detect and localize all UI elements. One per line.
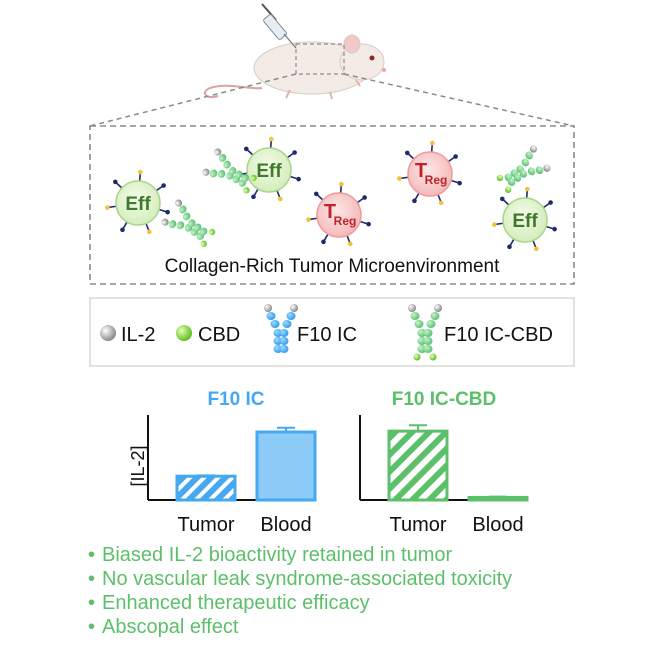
microenvironment-title: Collagen-Rich Tumor Microenvironment (165, 256, 500, 277)
f10-ic-cbd-antibody (496, 145, 551, 193)
antibody-group (161, 145, 551, 247)
effector-t-cell: Eff (492, 186, 557, 252)
f10-ic-cbd-antibody (161, 199, 216, 247)
zoom-line-left (89, 73, 297, 127)
eff-label: Eff (512, 211, 538, 232)
cbd-icon (176, 325, 192, 341)
tick-label-tumor: Tumor (389, 514, 446, 536)
finding-text: Abscopal effect (102, 616, 239, 638)
finding-item: •Enhanced therapeutic efficacy (88, 592, 370, 614)
effector-t-cell: Eff (105, 169, 170, 235)
tick-label-blood: Blood (260, 514, 311, 536)
chart-f10ic: Tumor Blood (147, 415, 317, 536)
finding-text: No vascular leak syndrome-associated tox… (102, 568, 513, 590)
legend-box (89, 297, 575, 367)
finding-item: •Abscopal effect (88, 616, 239, 638)
treg-subscript: Reg (334, 214, 357, 228)
chart-title-f10ic: F10 IC (207, 389, 264, 410)
key-findings-list: •Biased IL-2 bioactivity retained in tum… (88, 543, 648, 639)
bar-tumor (387, 429, 449, 502)
finding-item: •No vascular leak syndrome-associated to… (88, 568, 513, 590)
f10-ic-cbd-antibody-shape (408, 304, 442, 361)
treg-subscript: Reg (425, 173, 448, 187)
legend-cbd-label: CBD (198, 324, 240, 346)
treg-label: T (415, 160, 427, 182)
legend-f10iccbd-label: F10 IC-CBD (444, 324, 553, 346)
bar-tumor (175, 474, 237, 502)
finding-text: Enhanced therapeutic efficacy (102, 592, 370, 614)
bar-blood (467, 495, 529, 502)
chart-title-f10iccbd: F10 IC-CBD (392, 389, 497, 410)
finding-item: •Biased IL-2 bioactivity retained in tum… (88, 544, 453, 566)
f10-ic-antibody-shape (264, 304, 298, 353)
legend-il2-label: IL-2 (121, 324, 155, 346)
tick-label-tumor: Tumor (177, 514, 234, 536)
bar-blood (255, 430, 317, 502)
f10-ic-cbd-antibody (202, 148, 257, 194)
f10-ic-cbd-antibody-icon (408, 304, 442, 361)
eff-label: Eff (256, 161, 282, 182)
zoom-line-right (343, 73, 575, 127)
syringe-icon (261, 3, 297, 49)
finding-text: Biased IL-2 bioactivity retained in tumo… (102, 544, 453, 566)
treg-label: T (324, 201, 336, 223)
legend-f10ic-label: F10 IC (297, 324, 357, 346)
y-axis-label: [IL-2] (128, 445, 148, 486)
chart-f10iccbd: Tumor Blood (359, 415, 529, 536)
il2-icon (100, 325, 116, 341)
mouse-illustration (203, 3, 386, 100)
f10-ic-antibody-icon (264, 304, 298, 353)
eff-label: Eff (125, 194, 151, 215)
tick-label-blood: Blood (472, 514, 523, 536)
